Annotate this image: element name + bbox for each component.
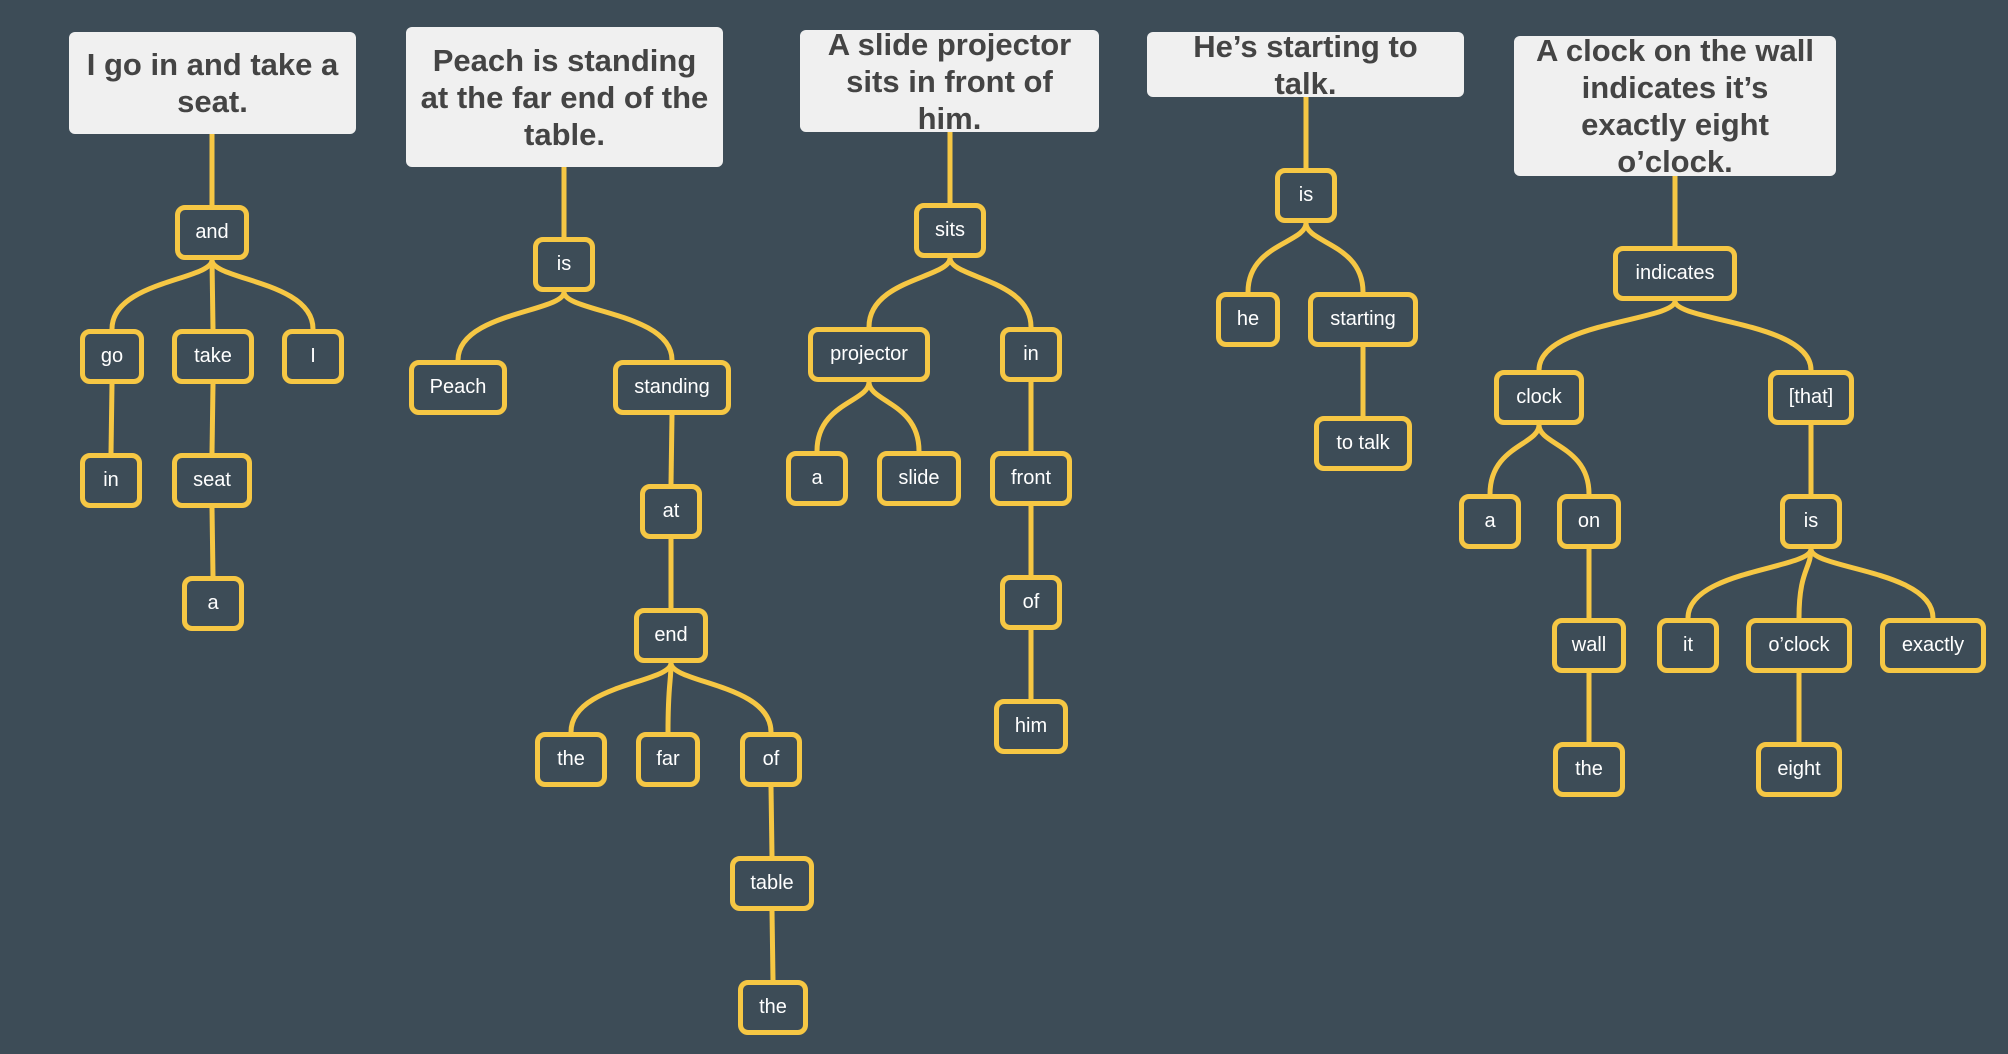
tree-edge — [209, 383, 216, 454]
sentence-box-3: A slide projector sits in front of him. — [800, 27, 1099, 136]
tree-node: is — [1275, 168, 1337, 223]
sentence-box-4: He’s starting to talk. — [1147, 29, 1464, 101]
tree-node: of — [740, 732, 802, 787]
tree-node: exactly — [1880, 618, 1986, 673]
tree-node: far — [636, 732, 700, 787]
tree-node: him — [994, 699, 1068, 754]
tree-edge — [1672, 300, 1814, 371]
tree-edge — [665, 662, 674, 733]
tree-edge — [209, 259, 316, 330]
tree-node: on — [1557, 494, 1621, 549]
tree-edge — [209, 507, 216, 577]
tree-node: the — [1553, 742, 1625, 797]
tree-node: at — [640, 484, 702, 539]
tree-node: clock — [1494, 370, 1584, 425]
tree-node: of — [1000, 575, 1062, 630]
tree-node: wall — [1552, 618, 1626, 673]
tree-node: he — [1216, 292, 1280, 347]
tree-node: slide — [877, 451, 961, 506]
tree-node: starting — [1308, 292, 1418, 347]
tree-edge — [668, 662, 774, 733]
tree-node: in — [80, 453, 142, 508]
tree-edge — [1303, 222, 1366, 293]
tree-edge — [1536, 300, 1678, 371]
tree-node: o’clock — [1746, 618, 1852, 673]
tree-node: table — [730, 856, 814, 911]
tree-edge — [1685, 548, 1814, 619]
tree-edge — [769, 910, 776, 981]
tree-node: projector — [808, 327, 930, 382]
tree-edge — [568, 662, 674, 733]
tree-node: is — [533, 237, 595, 292]
tree-node: a — [786, 451, 848, 506]
tree-node: is — [1780, 494, 1842, 549]
tree-node: [that] — [1768, 370, 1854, 425]
tree-node: seat — [172, 453, 252, 508]
tree-node: go — [80, 329, 144, 384]
tree-edge — [1245, 222, 1309, 293]
tree-edge — [866, 381, 922, 452]
tree-node: and — [175, 205, 249, 260]
tree-edge — [455, 291, 567, 361]
tree-node: end — [634, 608, 708, 663]
tree-node: sits — [914, 203, 986, 258]
sentence-box-5: A clock on the wall indicates it’s exact… — [1514, 33, 1836, 179]
tree-edge — [1808, 548, 1936, 619]
tree-node: it — [1657, 618, 1719, 673]
tree-edge — [209, 259, 216, 330]
tree-node: a — [1459, 494, 1521, 549]
tree-edge — [561, 291, 675, 361]
tree-edge — [109, 259, 215, 330]
tree-edge — [814, 381, 872, 452]
tree-edge — [947, 257, 1034, 328]
tree-node: in — [1000, 327, 1062, 382]
tree-node: take — [172, 329, 254, 384]
tree-edge — [1536, 424, 1592, 495]
tree-edge — [768, 786, 775, 857]
tree-node: a — [182, 576, 244, 631]
tree-node: indicates — [1613, 246, 1737, 301]
tree-node: Peach — [409, 360, 507, 415]
tree-edge — [668, 414, 675, 485]
tree-edge — [1487, 424, 1542, 495]
tree-edge — [108, 383, 115, 454]
sentence-box-2: Peach is standing at the far end of the … — [406, 27, 723, 167]
tree-node: I — [282, 329, 344, 384]
tree-node: standing — [613, 360, 731, 415]
tree-edge — [866, 257, 953, 328]
tree-node: the — [535, 732, 607, 787]
tree-node: the — [738, 980, 808, 1035]
tree-node: front — [990, 451, 1072, 506]
tree-node: to talk — [1314, 416, 1412, 471]
sentence-box-1: I go in and take a seat. — [69, 32, 356, 134]
tree-node: eight — [1756, 742, 1842, 797]
